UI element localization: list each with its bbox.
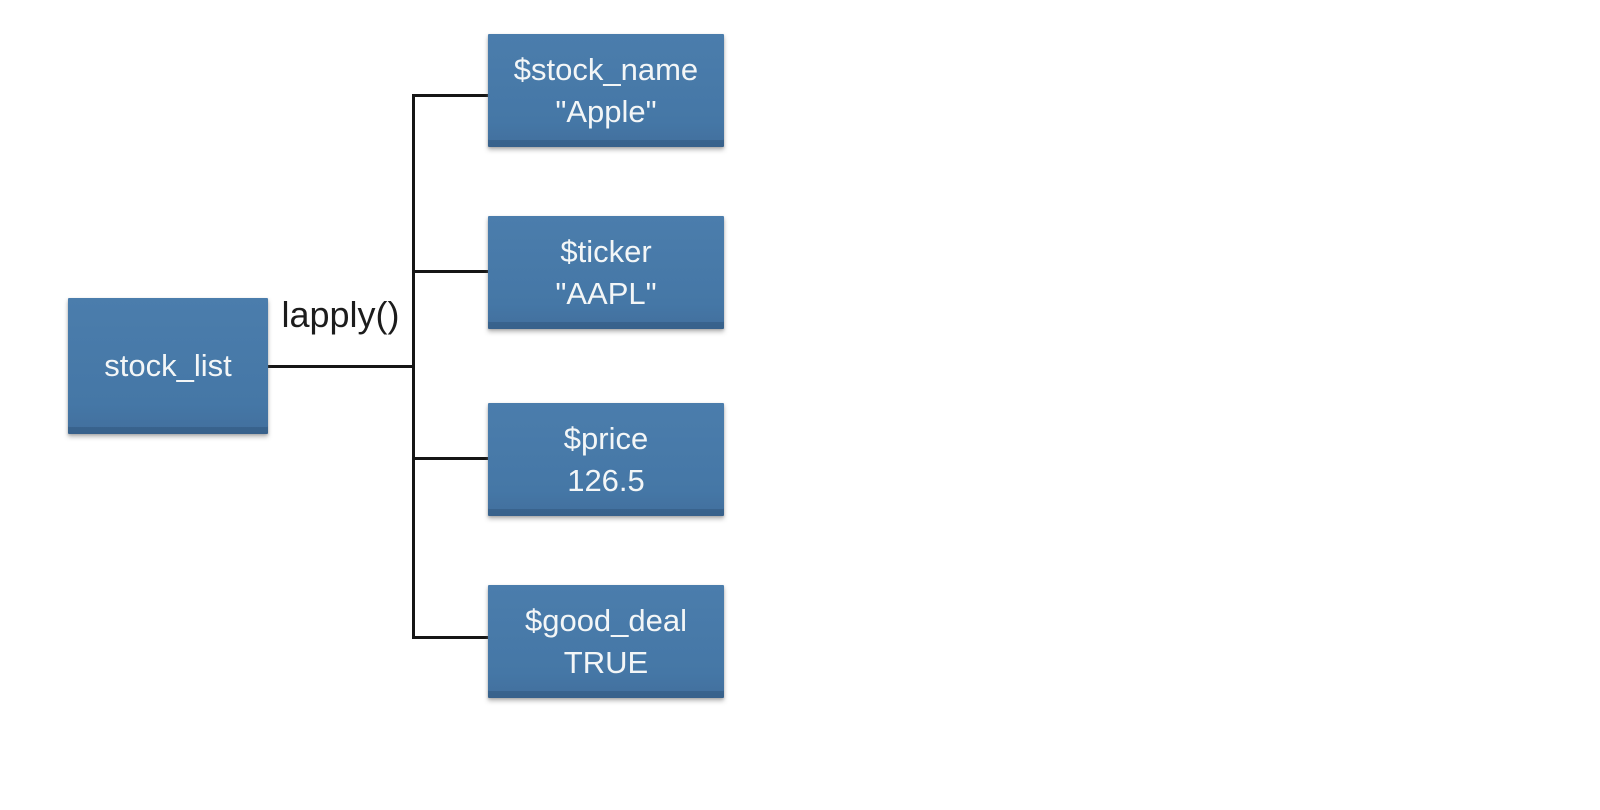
connector-branch-ticker xyxy=(411,269,489,273)
node-stock-name-key: $stock_name xyxy=(513,51,699,87)
node-price-key: $price xyxy=(563,420,649,456)
connector-branch-good-deal xyxy=(411,635,489,639)
connector-trunk xyxy=(411,93,415,639)
node-good-deal: $good_deal TRUE xyxy=(488,585,724,698)
node-ticker-value: "AAPL" xyxy=(555,275,657,311)
connector-branch-stock-name xyxy=(411,93,489,97)
node-stock-list-label: stock_list xyxy=(104,348,232,383)
node-stock-list: stock_list xyxy=(68,298,268,434)
node-good-deal-value: TRUE xyxy=(563,644,649,680)
node-price-value: 126.5 xyxy=(567,462,645,498)
node-ticker-key: $ticker xyxy=(560,233,652,269)
node-ticker: $ticker "AAPL" xyxy=(488,216,724,329)
connector-root-to-trunk xyxy=(268,364,413,368)
node-price: $price 126.5 xyxy=(488,403,724,516)
node-good-deal-key: $good_deal xyxy=(524,602,688,638)
node-stock-name-value: "Apple" xyxy=(555,93,657,129)
connector-branch-price xyxy=(411,456,489,460)
edge-label-lapply: lapply() xyxy=(281,294,400,335)
node-stock-name: $stock_name "Apple" xyxy=(488,34,724,147)
